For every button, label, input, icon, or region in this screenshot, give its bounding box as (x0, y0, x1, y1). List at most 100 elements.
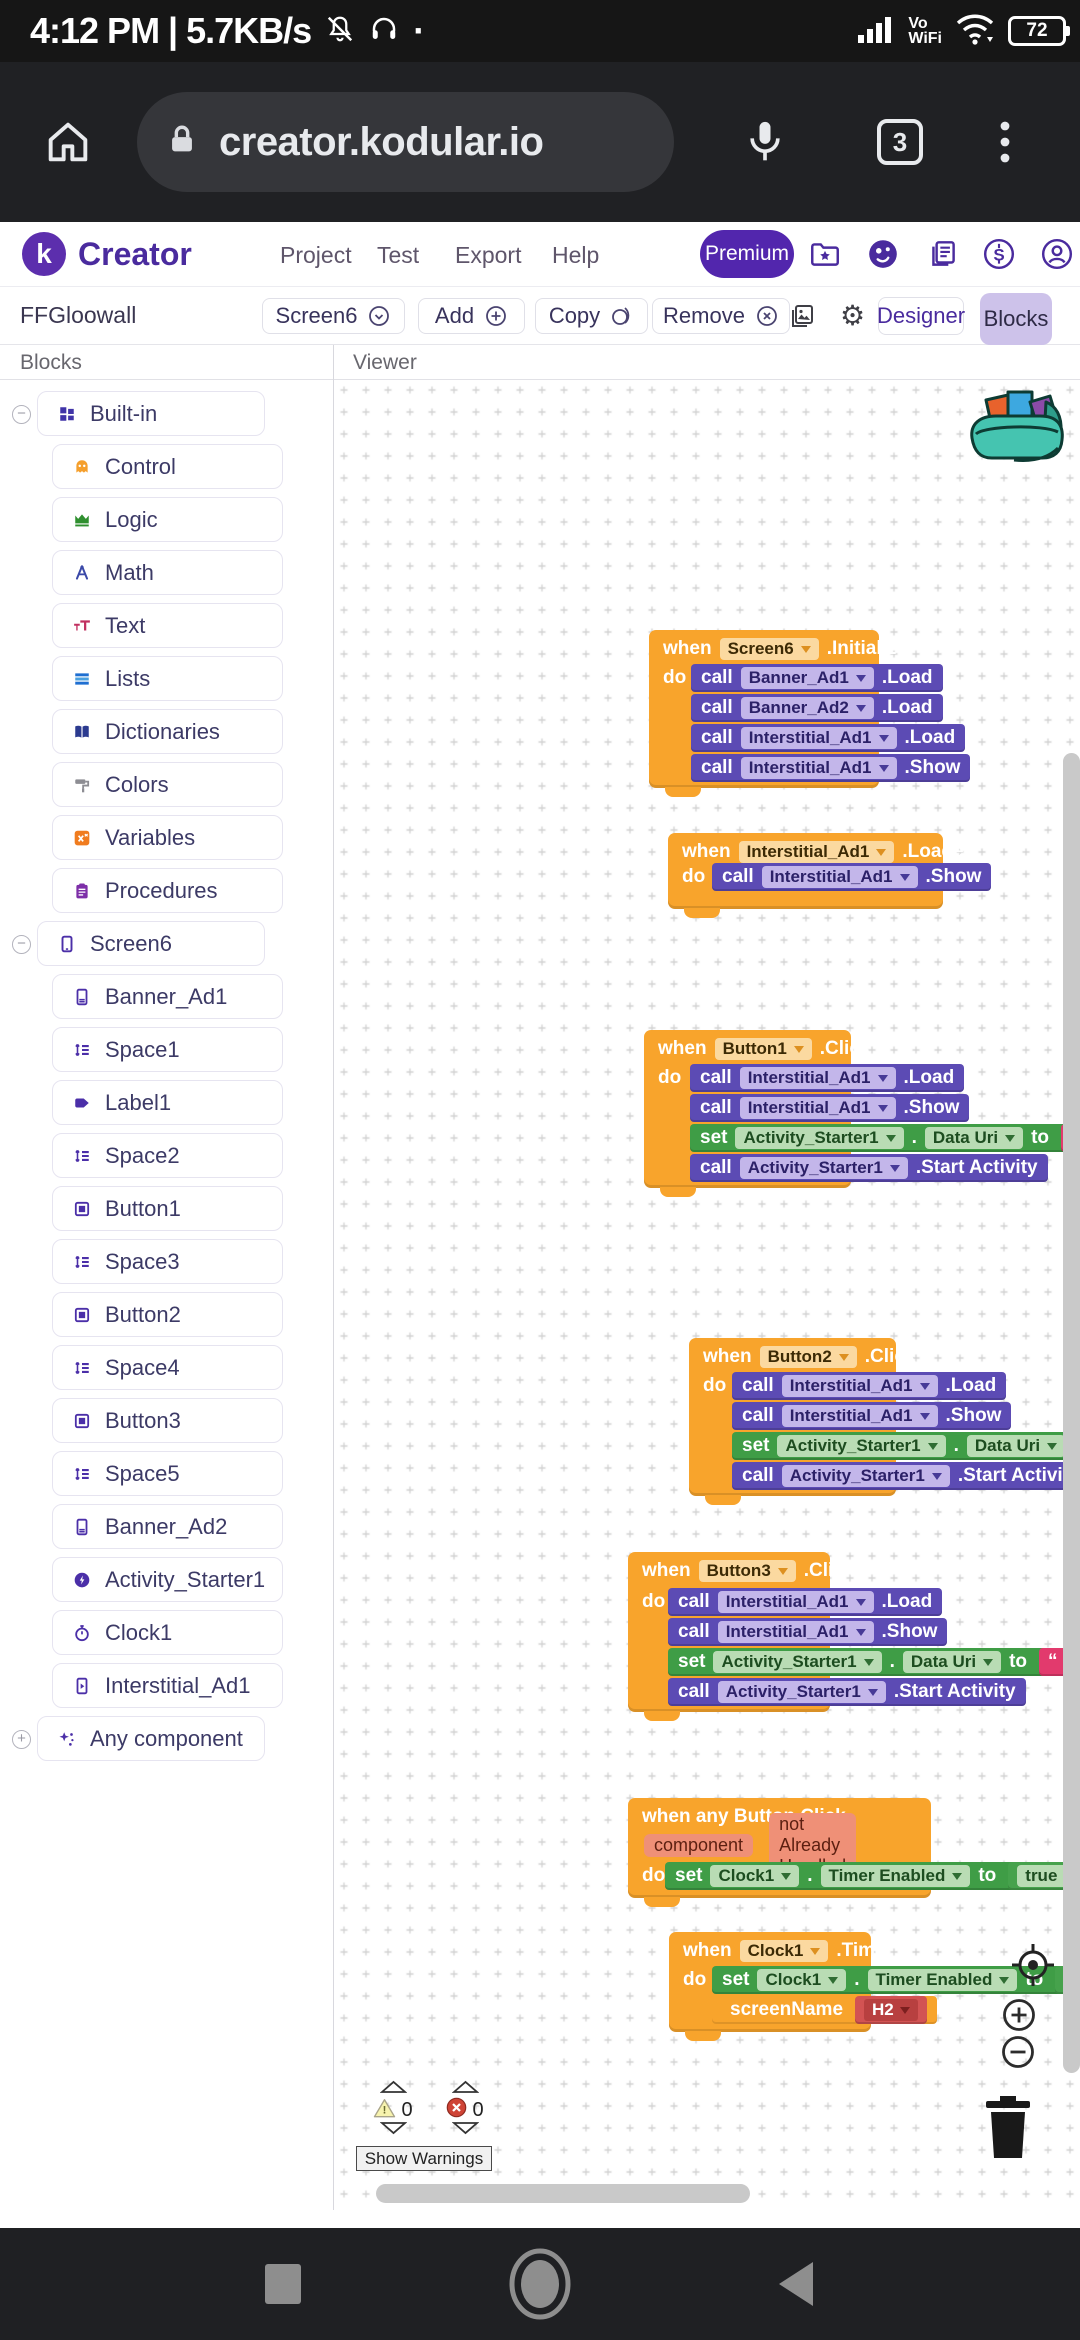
tree-expand-icon[interactable]: + (12, 1730, 31, 1749)
center-blocks-icon[interactable] (1004, 1936, 1062, 1999)
premium-button[interactable]: Premium (700, 230, 794, 278)
url-text[interactable]: creator.kodular.io (219, 119, 544, 164)
component-dropdown[interactable]: Banner_Ad2 (740, 697, 874, 719)
sidebar-item-procedures[interactable]: Procedures (0, 868, 333, 914)
property-dropdown[interactable]: Data Uri (902, 1651, 1002, 1673)
property-dropdown[interactable]: Timer Enabled (820, 1865, 971, 1887)
zoom-in-icon[interactable] (1002, 1998, 1036, 2037)
sidebar-item-dictionaries[interactable]: Dictionaries (0, 709, 333, 755)
sidebar-item-clock1[interactable]: Clock1 (0, 1610, 333, 1656)
component-dropdown[interactable]: Interstitial_Ad1 (740, 757, 897, 779)
sidebar-item-screen6[interactable]: −Screen6 (0, 921, 333, 967)
event-component-dropdown[interactable]: Clock1 (739, 1940, 829, 1962)
settings-gear-icon[interactable]: ⚙ (840, 300, 866, 331)
screen-selector-button[interactable]: Screen6 (262, 298, 405, 334)
sidebar-item-box[interactable]: Space5 (52, 1451, 283, 1496)
recents-button[interactable] (223, 2228, 343, 2340)
component-dropdown[interactable]: Activity_Starter1 (735, 1127, 904, 1149)
blocks-tab[interactable]: Blocks (980, 293, 1052, 345)
copy-screen-button[interactable]: Copy (535, 298, 648, 334)
sidebar-item-banner-ad2[interactable]: Banner_Ad2 (0, 1504, 333, 1550)
sidebar-item-box[interactable]: Activity_Starter1 (52, 1557, 283, 1602)
trash-icon[interactable] (982, 2092, 1034, 2167)
sidebar-item-box[interactable]: Button2 (52, 1292, 283, 1337)
sidebar-item-button1[interactable]: Button1 (0, 1186, 333, 1232)
component-dropdown[interactable]: Interstitial_Ad1 (739, 1097, 896, 1119)
sidebar-item-box[interactable]: Screen6 (37, 921, 265, 966)
nav-test[interactable]: Test (377, 242, 420, 268)
screen-name-block[interactable]: H2 (855, 1996, 927, 2024)
component-dropdown[interactable]: Activity_Starter1 (717, 1681, 886, 1703)
back-button[interactable] (735, 2228, 855, 2340)
sidebar-item-lists[interactable]: Lists (0, 656, 333, 702)
nav-project[interactable]: Project (280, 242, 352, 268)
sidebar-item-box[interactable]: Space4 (52, 1345, 283, 1390)
component-dropdown[interactable]: Activity_Starter1 (777, 1435, 946, 1457)
sidebar-item-colors[interactable]: Colors (0, 762, 333, 808)
browser-menu-icon[interactable] (980, 62, 1030, 222)
sidebar-item-box[interactable]: Variables (52, 815, 283, 860)
component-dropdown[interactable]: Clock1 (757, 1969, 847, 1991)
sidebar-item-space5[interactable]: Space5 (0, 1451, 333, 1497)
sidebar-item-box[interactable]: Colors (52, 762, 283, 807)
backpack-icon[interactable] (962, 380, 1074, 474)
component-dropdown[interactable]: Interstitial_Ad1 (717, 1621, 874, 1643)
property-dropdown[interactable]: Data Uri (966, 1435, 1066, 1457)
sidebar-item-box[interactable]: Math (52, 550, 283, 595)
tab-switcher-button[interactable]: 3 (870, 62, 930, 222)
sidebar-item-box[interactable]: Banner_Ad1 (52, 974, 283, 1019)
currency-icon[interactable]: S (982, 237, 1016, 271)
zoom-out-icon[interactable] (1001, 2035, 1035, 2074)
sidebar-item-button3[interactable]: Button3 (0, 1398, 333, 1444)
sidebar-item-math[interactable]: Math (0, 550, 333, 596)
tree-collapse-icon[interactable]: − (12, 405, 31, 424)
sidebar-item-built-in[interactable]: −Built-in (0, 391, 333, 437)
sidebar-item-space2[interactable]: Space2 (0, 1133, 333, 1179)
sidebar-item-space1[interactable]: Space1 (0, 1027, 333, 1073)
component-dropdown[interactable]: Interstitial_Ad1 (781, 1375, 938, 1397)
remove-screen-button[interactable]: Remove (652, 298, 790, 334)
mic-icon[interactable] (735, 62, 795, 222)
sidebar-item-space3[interactable]: Space3 (0, 1239, 333, 1285)
sidebar-item-box[interactable]: Space2 (52, 1133, 283, 1178)
component-dropdown[interactable]: Banner_Ad1 (740, 667, 874, 689)
event-component-dropdown[interactable]: Button3 (698, 1560, 796, 1582)
folder-star-icon[interactable] (808, 237, 842, 271)
event-component-dropdown[interactable]: Button1 (714, 1038, 812, 1060)
sidebar-item-box[interactable]: Dictionaries (52, 709, 283, 754)
component-dropdown[interactable]: Interstitial_Ad1 (761, 866, 918, 888)
show-warnings-button[interactable]: Show Warnings (356, 2146, 492, 2171)
sidebar-item-box[interactable]: Space3 (52, 1239, 283, 1284)
component-dropdown[interactable]: Interstitial_Ad1 (740, 727, 897, 749)
sidebar-item-variables[interactable]: Variables (0, 815, 333, 861)
sidebar-item-activity-starter1[interactable]: Activity_Starter1 (0, 1557, 333, 1603)
tree-collapse-icon[interactable]: − (12, 935, 31, 954)
sidebar-item-box[interactable]: Button1 (52, 1186, 283, 1231)
assets-icon[interactable] (788, 302, 816, 330)
sidebar-item-box[interactable]: Space1 (52, 1027, 283, 1072)
sidebar-item-button2[interactable]: Button2 (0, 1292, 333, 1338)
designer-tab[interactable]: Designer (877, 297, 965, 335)
sidebar-item-logic[interactable]: Logic (0, 497, 333, 543)
sidebar-item-banner-ad1[interactable]: Banner_Ad1 (0, 974, 333, 1020)
horizontal-scrollbar[interactable] (376, 2184, 750, 2203)
sidebar-item-box[interactable]: Text (52, 603, 283, 648)
component-dropdown[interactable]: Interstitial_Ad1 (717, 1591, 874, 1613)
kodular-logo[interactable]: k (22, 232, 66, 276)
sidebar-item-box[interactable]: Any component (37, 1716, 265, 1761)
sidebar-item-control[interactable]: Control (0, 444, 333, 490)
